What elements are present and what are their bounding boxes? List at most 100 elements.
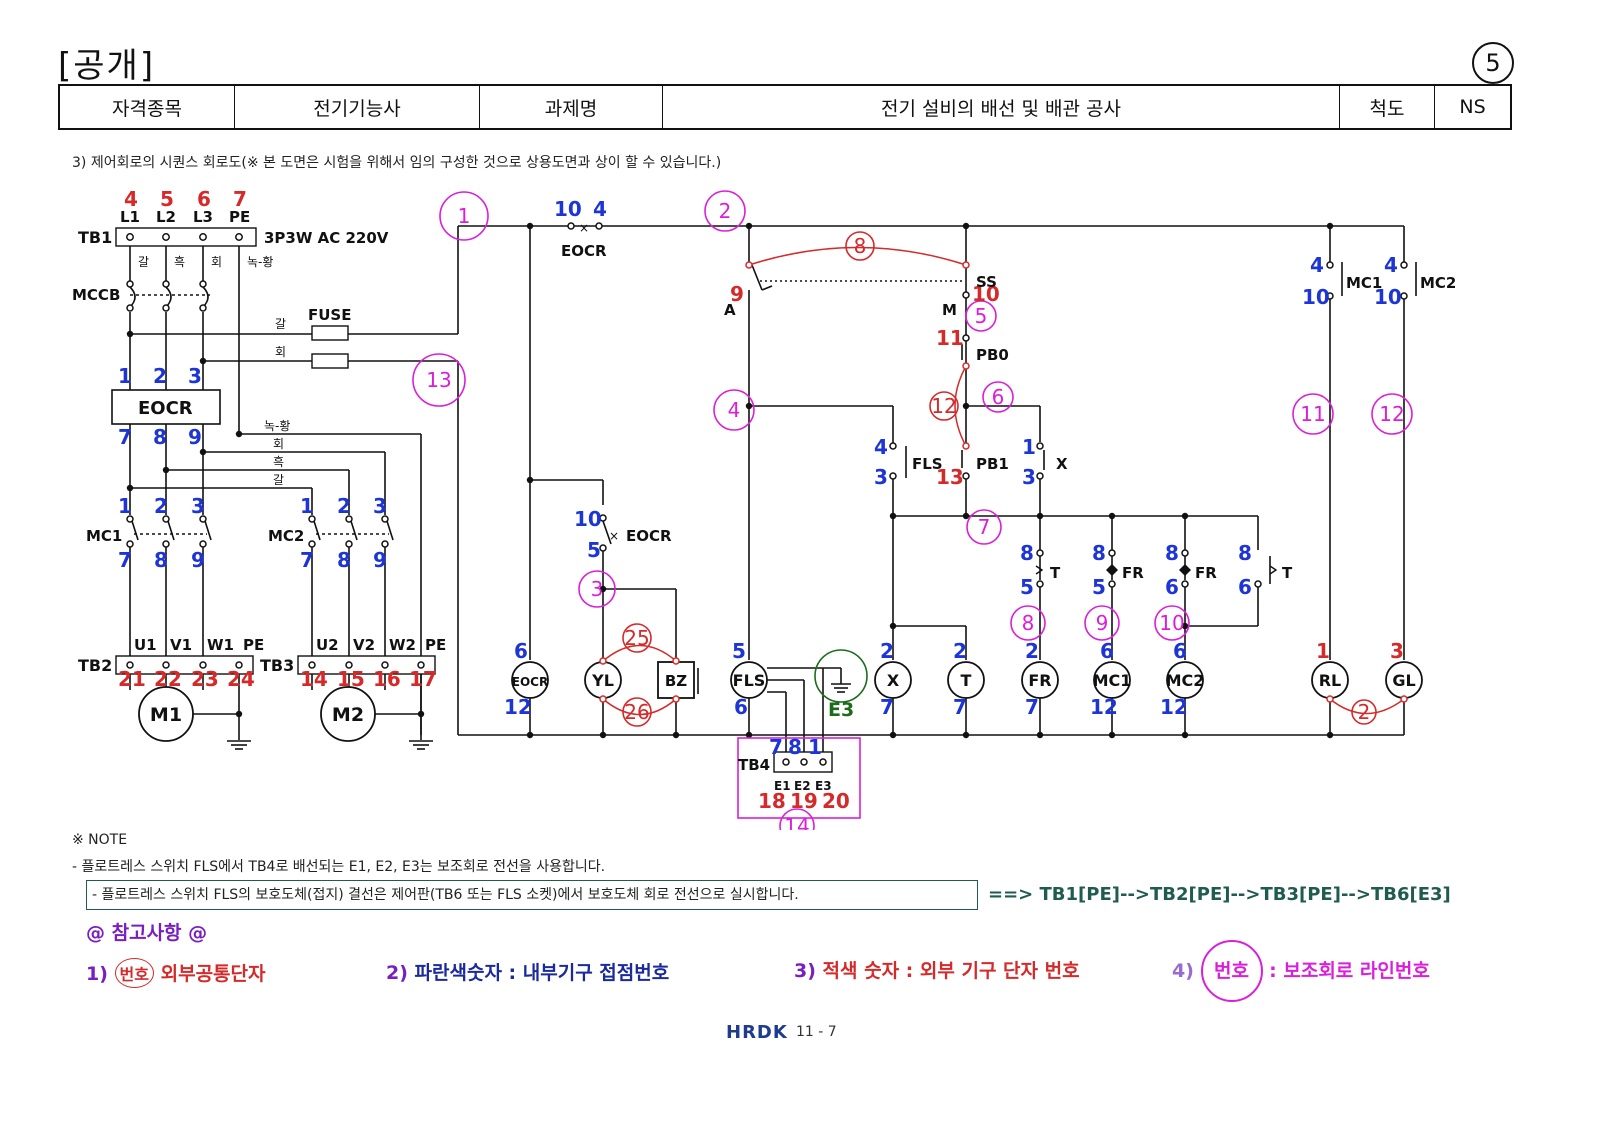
- contact-number-blue: 2: [880, 639, 894, 663]
- junction-dot: [745, 402, 753, 410]
- phase-label: L2: [156, 208, 176, 226]
- t-coil-label: T: [961, 671, 972, 690]
- tb3-label: TB3: [260, 656, 294, 675]
- wire: [167, 520, 175, 541]
- terminal: [1036, 442, 1044, 450]
- tb4-term-label: E1: [774, 779, 791, 793]
- footer-page-number: 11 - 7: [796, 1024, 837, 1040]
- terminal-number-red: 3: [1390, 639, 1404, 663]
- tb2-label: TB2: [78, 656, 112, 675]
- tb-term-label: U1: [134, 636, 157, 654]
- hrdk-logo: HRDK: [726, 1022, 788, 1043]
- eocr-top-label: EOCR: [561, 242, 607, 260]
- contact-number-blue: 1: [1022, 435, 1036, 459]
- aux-line-circle: [966, 509, 1002, 545]
- fls-contact-label: FLS: [912, 455, 943, 473]
- fr2-contact-fr-mark: [1179, 564, 1191, 576]
- terminal: [126, 304, 134, 312]
- terminal-number-red: 15: [337, 667, 365, 691]
- t1-contact-label: T: [1050, 564, 1061, 582]
- junction-dot: [599, 731, 607, 739]
- contact-number-blue: 7: [300, 548, 314, 572]
- wire: [350, 520, 358, 541]
- junction-dot: [1181, 731, 1189, 739]
- motor-m1: [138, 686, 194, 742]
- terminal: [1400, 695, 1408, 703]
- contact-number-blue: 9: [188, 425, 202, 449]
- terminal: [1400, 292, 1408, 300]
- junction-dot: [235, 430, 243, 438]
- aux-line-circle: [578, 570, 616, 608]
- terminal: [199, 280, 207, 288]
- red-jumper: [602, 644, 677, 662]
- legend-item-2: 2) 파란색숫자 : 내부기구 접점번호: [386, 958, 669, 985]
- contact-number-blue: 10: [1374, 285, 1402, 309]
- terminal-number-red: 10: [972, 282, 1000, 306]
- junction-dot: [745, 731, 753, 739]
- contact-number-blue: 8: [1020, 541, 1034, 565]
- tb4-term-label: E3: [815, 779, 832, 793]
- contact-number-blue: 3: [188, 364, 202, 388]
- contact-number-blue: 6: [1165, 575, 1179, 599]
- gl-coil-label: GL: [1392, 671, 1415, 690]
- terminal: [308, 661, 316, 669]
- contact-number-blue: 8: [337, 548, 351, 572]
- external-common-circle-text: 8: [854, 234, 867, 258]
- terminal: [672, 657, 680, 665]
- aux-line-circle-text: 8: [1022, 611, 1035, 635]
- terminal: [962, 472, 970, 480]
- junction-dot: [199, 448, 207, 456]
- terminal: [1326, 292, 1334, 300]
- contact-number-blue: 8: [788, 735, 802, 759]
- contact-number-blue: 9: [373, 548, 387, 572]
- task-value: 전기 설비의 배선 및 배관 공사: [662, 84, 1340, 130]
- tb3-block: [297, 655, 436, 675]
- terminal: [1181, 580, 1189, 588]
- contact-number-blue: 2: [153, 364, 167, 388]
- supply-label: 3P3W AC 220V: [264, 229, 389, 247]
- terminal: [126, 515, 134, 523]
- junction-dot: [1326, 731, 1334, 739]
- contact-number-blue: 7: [118, 425, 132, 449]
- fuse-2: [311, 353, 349, 369]
- terminal: [595, 222, 603, 230]
- note-line-1: - 플로트레스 스위치 FLS에서 TB4로 배선되는 E1, E2, E3는 …: [72, 859, 606, 875]
- wire-color-label: 녹-황: [247, 255, 273, 269]
- aux-line-circle: [412, 353, 466, 407]
- junction-dot: [745, 222, 753, 230]
- contact-number-blue: 4: [1310, 253, 1324, 277]
- terminal: [599, 695, 607, 703]
- fr1-contact-fr-mark: [1106, 564, 1118, 576]
- terminal: [162, 304, 170, 312]
- aux-line-circle: [1084, 605, 1120, 641]
- x-coil: [874, 661, 912, 699]
- diagram-caption: 3) 제어회로의 시퀀스 회로도(※ 본 도면은 시험을 위해서 임의 구성한 …: [72, 155, 722, 171]
- terminal: [235, 661, 243, 669]
- t2-contact-label: T: [1282, 564, 1293, 582]
- aux-line-circle: [1371, 393, 1413, 435]
- terminal: [889, 472, 897, 480]
- eocr-coil-label: EOCR: [512, 675, 548, 689]
- contact-number-blue: 7: [769, 735, 783, 759]
- e3-ground-circle: [814, 649, 868, 703]
- terminal: [162, 661, 170, 669]
- eocr-coil: [511, 661, 549, 699]
- contact-number-blue: 6: [734, 695, 748, 719]
- phase-label: L1: [120, 208, 140, 226]
- terminal-number-red: 7: [233, 187, 247, 211]
- junction-dot: [1108, 731, 1116, 739]
- wire-color-label: 회: [275, 345, 286, 359]
- legend-num: 3): [794, 960, 816, 982]
- tb2-block: [115, 655, 254, 675]
- junction-dot: [526, 731, 534, 739]
- aux-line-circle: [1154, 605, 1190, 641]
- motor-m2: [320, 686, 376, 742]
- fuse-1: [311, 325, 349, 341]
- task-label: 과제명: [479, 84, 663, 130]
- junction-dot: [417, 710, 425, 718]
- contact-number-blue: 7: [1025, 695, 1039, 719]
- mccb-pole: [129, 286, 136, 308]
- contact-number-blue: 3: [191, 494, 205, 518]
- contact-number-blue: 12: [1090, 695, 1118, 719]
- aux-line-circle-text: 6: [992, 385, 1005, 409]
